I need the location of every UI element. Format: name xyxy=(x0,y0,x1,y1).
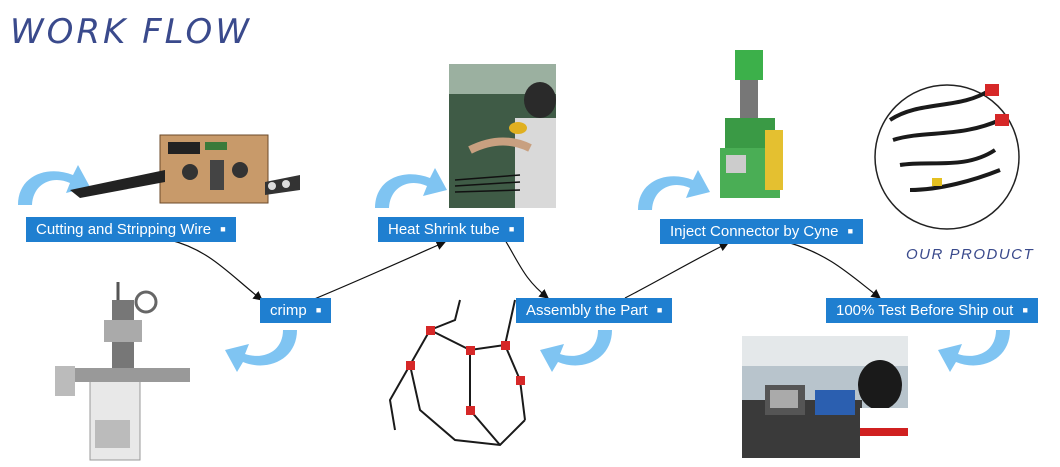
product-image xyxy=(874,84,1020,230)
connector-inject-to-test xyxy=(789,242,881,299)
connector-cut-to-crimp xyxy=(169,239,263,301)
cutting-machine-image xyxy=(70,134,300,204)
step-cutting-stripping: Cutting and Stripping Wire xyxy=(26,217,236,242)
step-assembly: Assembly the Part xyxy=(516,298,673,323)
page-title: WORK FLOW xyxy=(10,12,252,52)
heat-shrink-photo xyxy=(449,64,556,208)
swirl-arrow-3 xyxy=(638,170,710,210)
harness-assembly-image xyxy=(388,299,526,447)
crimp-machine-image xyxy=(55,282,190,461)
step-heat-shrink: Heat Shrink tube xyxy=(378,217,525,242)
swirl-arrow-4 xyxy=(225,330,297,372)
testing-photo xyxy=(742,336,908,458)
swirl-arrow-6 xyxy=(938,330,1010,372)
injection-machine-image xyxy=(720,50,783,198)
swirl-arrow-5 xyxy=(540,330,612,372)
swirl-arrow-2 xyxy=(375,168,447,208)
flow-connectors xyxy=(169,239,881,301)
swirl-arrows xyxy=(18,165,1010,372)
connector-assembly-to-inject xyxy=(624,242,730,299)
connector-heatshrink-to-assembly xyxy=(504,239,549,299)
step-crimp: crimp xyxy=(260,298,332,323)
step-test: 100% Test Before Ship out xyxy=(826,298,1038,323)
step-inject-connector: Inject Connector by Cyne xyxy=(660,219,864,244)
swirl-arrow-1 xyxy=(18,165,90,205)
product-label: OUR PRODUCT xyxy=(906,246,1035,263)
connector-crimp-to-heatshrink xyxy=(311,241,447,301)
